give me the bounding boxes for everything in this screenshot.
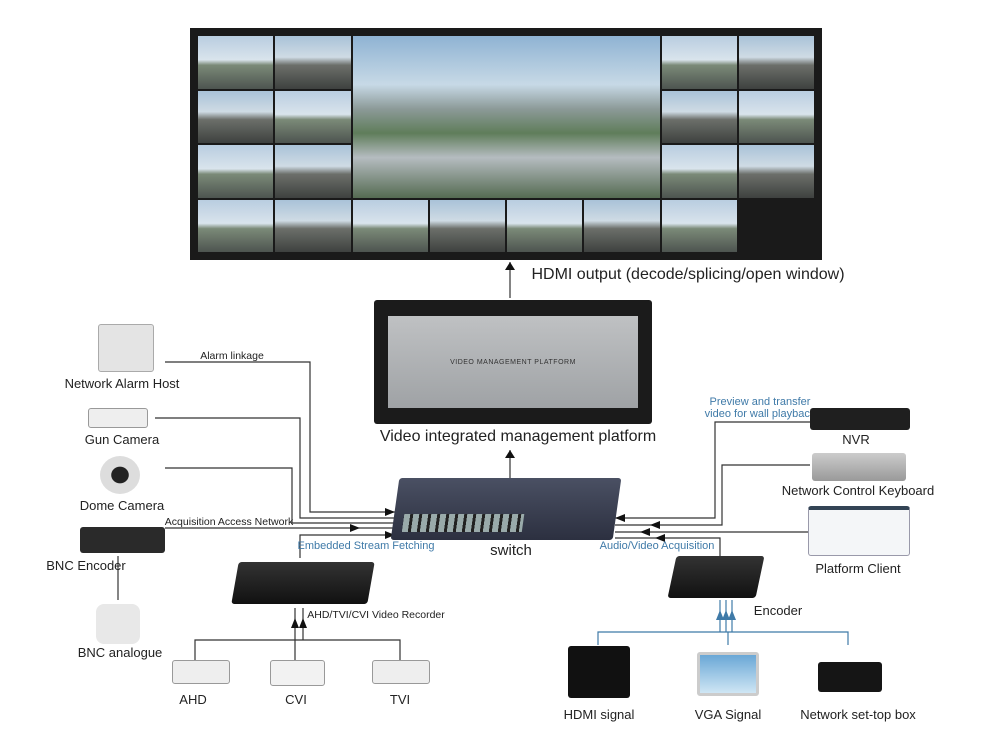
preview-label-line2: video for wall playback	[704, 408, 816, 420]
cvi-camera	[270, 660, 325, 686]
cvi-label: CVI	[285, 692, 307, 707]
set-top-box-label: Network set-top box	[800, 707, 916, 722]
video-tile	[275, 145, 351, 198]
video-management-platform: VIDEO MANAGEMENT PLATFORM	[374, 300, 652, 424]
video-tile	[275, 36, 351, 89]
switch-ports	[401, 514, 525, 532]
video-tile	[275, 199, 351, 252]
platform-caption: Video integrated management platform	[379, 428, 657, 445]
set-top-box-device	[818, 662, 882, 692]
nvr-label: NVR	[842, 432, 870, 447]
ahd-camera	[172, 660, 230, 684]
keyboard-label: Network Control Keyboard	[781, 483, 935, 498]
tvi-label: TVI	[389, 692, 411, 707]
preview-label-line1: Preview and transfer	[709, 396, 811, 408]
dome-camera-label: Dome Camera	[79, 498, 165, 513]
network-switch	[390, 478, 622, 540]
bnc-encoder-device	[80, 527, 165, 553]
video-tile	[661, 199, 737, 252]
gun-camera-device	[88, 408, 148, 428]
acquisition-network-label: Acquisition Access Network	[164, 516, 294, 528]
video-tile	[275, 90, 351, 143]
bnc-analogue-label: BNC analogue	[77, 645, 163, 660]
nvr-device	[810, 408, 910, 430]
video-tile	[352, 199, 428, 252]
tvi-camera	[372, 660, 430, 684]
encoder-device	[667, 556, 765, 598]
embedded-stream-label: Embedded Stream Fetching	[297, 540, 435, 552]
video-tile-main	[352, 36, 660, 198]
video-tile	[198, 145, 274, 198]
vga-laptop-device	[697, 652, 759, 696]
alarm-host-label: Network Alarm Host	[64, 376, 180, 391]
video-tile	[661, 36, 737, 89]
alarm-linkage-label: Alarm linkage	[200, 350, 264, 362]
recorder-label: AHD/TVI/CVI Video Recorder	[307, 609, 445, 621]
ahd-label: AHD	[179, 692, 207, 707]
hdmi-output-label: HDMI output (decode/splicing/open window…	[531, 266, 845, 283]
gun-camera-label: Gun Camera	[84, 432, 160, 447]
av-acquisition-label: Audio/Video Acquisition	[599, 540, 715, 552]
video-tile	[507, 199, 583, 252]
video-tile	[584, 199, 660, 252]
hdmi-pc-device	[568, 646, 630, 698]
video-tile	[198, 90, 274, 143]
encoder-label: Encoder	[753, 603, 803, 618]
platform-client-screen	[808, 506, 910, 556]
video-tile	[198, 36, 274, 89]
video-wall	[190, 28, 822, 260]
video-tile	[661, 145, 737, 198]
alarm-host-device	[98, 324, 154, 372]
video-tile	[198, 199, 274, 252]
bnc-encoder-label: BNC Encoder	[46, 558, 126, 573]
dome-camera-device	[100, 456, 140, 494]
vga-signal-label: VGA Signal	[694, 707, 762, 722]
platform-client-label: Platform Client	[815, 561, 901, 576]
platform-panel-text: VIDEO MANAGEMENT PLATFORM	[450, 358, 576, 366]
switch-label: switch	[490, 542, 532, 559]
video-tile	[738, 145, 814, 198]
bnc-analogue-camera	[96, 604, 140, 644]
video-tile	[429, 199, 505, 252]
video-recorder-device	[231, 562, 375, 604]
video-tile	[738, 36, 814, 89]
video-tile	[738, 90, 814, 143]
hdmi-signal-label: HDMI signal	[563, 707, 635, 722]
video-tile	[661, 90, 737, 143]
control-keyboard-device	[812, 453, 906, 481]
